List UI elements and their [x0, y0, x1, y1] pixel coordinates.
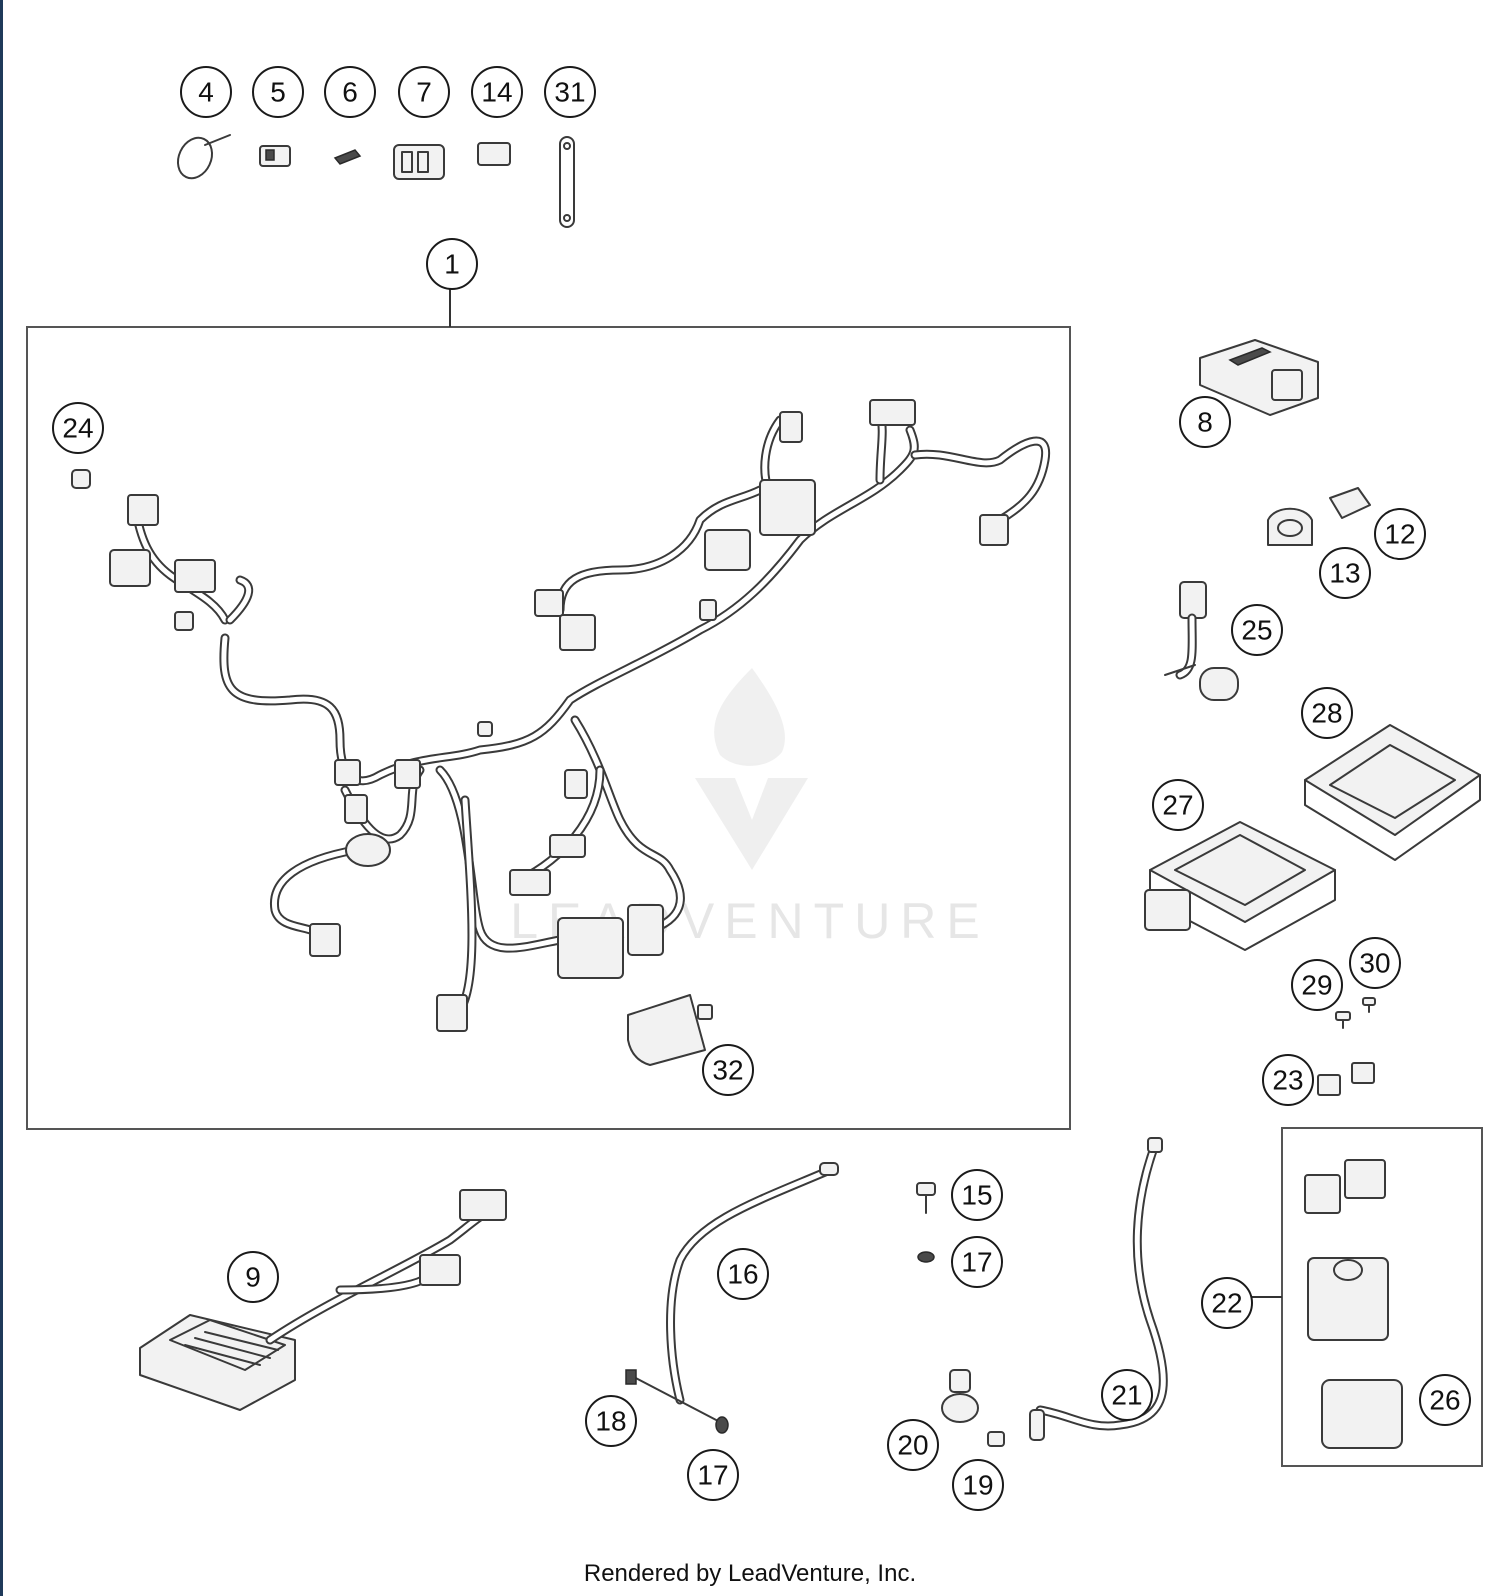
battery-tray-27-part — [1144, 821, 1336, 951]
voltage-regulator-9-part — [139, 1189, 507, 1411]
connector-7-part — [393, 144, 445, 180]
positive-cable-21-part — [1029, 1137, 1168, 1441]
washer-17-upper-part — [917, 1251, 935, 1263]
callout-9: 9 — [227, 1251, 279, 1303]
callout-label: 18 — [595, 1406, 626, 1437]
callout-label: 20 — [897, 1430, 928, 1461]
callout-5: 5 — [252, 66, 304, 118]
bolt-15-part — [916, 1182, 936, 1214]
callout-8: 8 — [1179, 396, 1231, 448]
callout-12: 12 — [1374, 508, 1426, 560]
callout-28: 28 — [1301, 687, 1353, 739]
callout-label: 5 — [270, 77, 286, 108]
connector-14-part — [477, 142, 511, 166]
callout-label: 23 — [1272, 1065, 1303, 1096]
callout-label: 8 — [1197, 407, 1213, 438]
callout-label: 9 — [245, 1262, 261, 1293]
callout-label: 28 — [1311, 698, 1342, 729]
callout-18: 18 — [585, 1395, 637, 1447]
callout-22: 22 — [1201, 1277, 1253, 1329]
relay-cover-26-part — [1321, 1379, 1403, 1449]
terminal-6-part — [333, 149, 362, 165]
callout-label: 12 — [1384, 519, 1415, 550]
connector-5-part — [259, 145, 291, 167]
watermark-logo — [695, 668, 808, 870]
nut-19-part — [987, 1431, 1005, 1447]
control-unit-8-part — [1199, 339, 1319, 416]
bolt-18-part — [625, 1369, 721, 1423]
callout-label: 32 — [712, 1055, 743, 1086]
callout-label: 16 — [727, 1259, 758, 1290]
strap-31-part — [559, 136, 575, 228]
callout-15: 15 — [951, 1169, 1003, 1221]
callout-label: 26 — [1429, 1385, 1460, 1416]
callout-label: 25 — [1241, 615, 1272, 646]
callout-label: 13 — [1329, 558, 1360, 589]
relay-22-part — [1304, 1159, 1389, 1341]
battery-tray-28-part — [1304, 724, 1481, 861]
callout-label: 22 — [1211, 1288, 1242, 1319]
callout-label: 15 — [961, 1180, 992, 1211]
cable-tie-part — [176, 134, 231, 180]
callout-7: 7 — [398, 66, 450, 118]
sensor-13-part — [1267, 507, 1313, 546]
callout-label: 14 — [481, 77, 512, 108]
callout-17-upper: 17 — [951, 1236, 1003, 1288]
callout-label: 19 — [962, 1470, 993, 1501]
callout-13: 13 — [1319, 547, 1371, 599]
sensor-25-part — [1164, 581, 1239, 701]
fuse-23-part — [1317, 1062, 1375, 1096]
callout-6: 6 — [324, 66, 376, 118]
callout-24: 24 — [52, 402, 104, 454]
callout-label: 17 — [697, 1460, 728, 1491]
washer-17-lower-part — [715, 1416, 729, 1434]
callout-1: 1 — [426, 238, 478, 290]
plug-24-part — [71, 469, 91, 489]
callout-17-lower: 17 — [687, 1449, 739, 1501]
callout-26: 26 — [1419, 1374, 1471, 1426]
ground-cable-16-part — [666, 1162, 839, 1405]
screw-30-part — [1362, 997, 1376, 1013]
callout-4: 4 — [180, 66, 232, 118]
callout-25: 25 — [1231, 604, 1283, 656]
callout-30: 30 — [1349, 937, 1401, 989]
callout-32: 32 — [702, 1044, 754, 1096]
callout-20: 20 — [887, 1419, 939, 1471]
callout-label: 21 — [1111, 1380, 1142, 1411]
terminal-20-part — [941, 1369, 979, 1423]
callout-27: 27 — [1152, 779, 1204, 831]
harness-assembly-box — [26, 326, 1071, 1130]
callout-label: 17 — [961, 1247, 992, 1278]
callout-14: 14 — [471, 66, 523, 118]
callout-16: 16 — [717, 1248, 769, 1300]
callout-19: 19 — [952, 1459, 1004, 1511]
main-wiring-harness — [109, 399, 1051, 1032]
callout-label: 24 — [62, 413, 93, 444]
callout-29: 29 — [1291, 959, 1343, 1011]
callout-31: 31 — [544, 66, 596, 118]
callout-23: 23 — [1262, 1054, 1314, 1106]
callout-label: 7 — [416, 77, 432, 108]
callout-label: 6 — [342, 77, 358, 108]
callout-label: 30 — [1359, 948, 1390, 979]
render-credit: Rendered by LeadVenture, Inc. — [583, 1560, 917, 1587]
callout-label: 1 — [444, 249, 460, 280]
callout-label: 31 — [554, 77, 585, 108]
pouch-32-part — [627, 994, 713, 1066]
callout-label: 29 — [1301, 970, 1332, 1001]
callout-label: 4 — [198, 77, 214, 108]
callout-21: 21 — [1101, 1369, 1153, 1421]
sensor-12-part — [1329, 487, 1371, 519]
screw-29-part — [1335, 1011, 1351, 1029]
callout-label: 27 — [1162, 790, 1193, 821]
